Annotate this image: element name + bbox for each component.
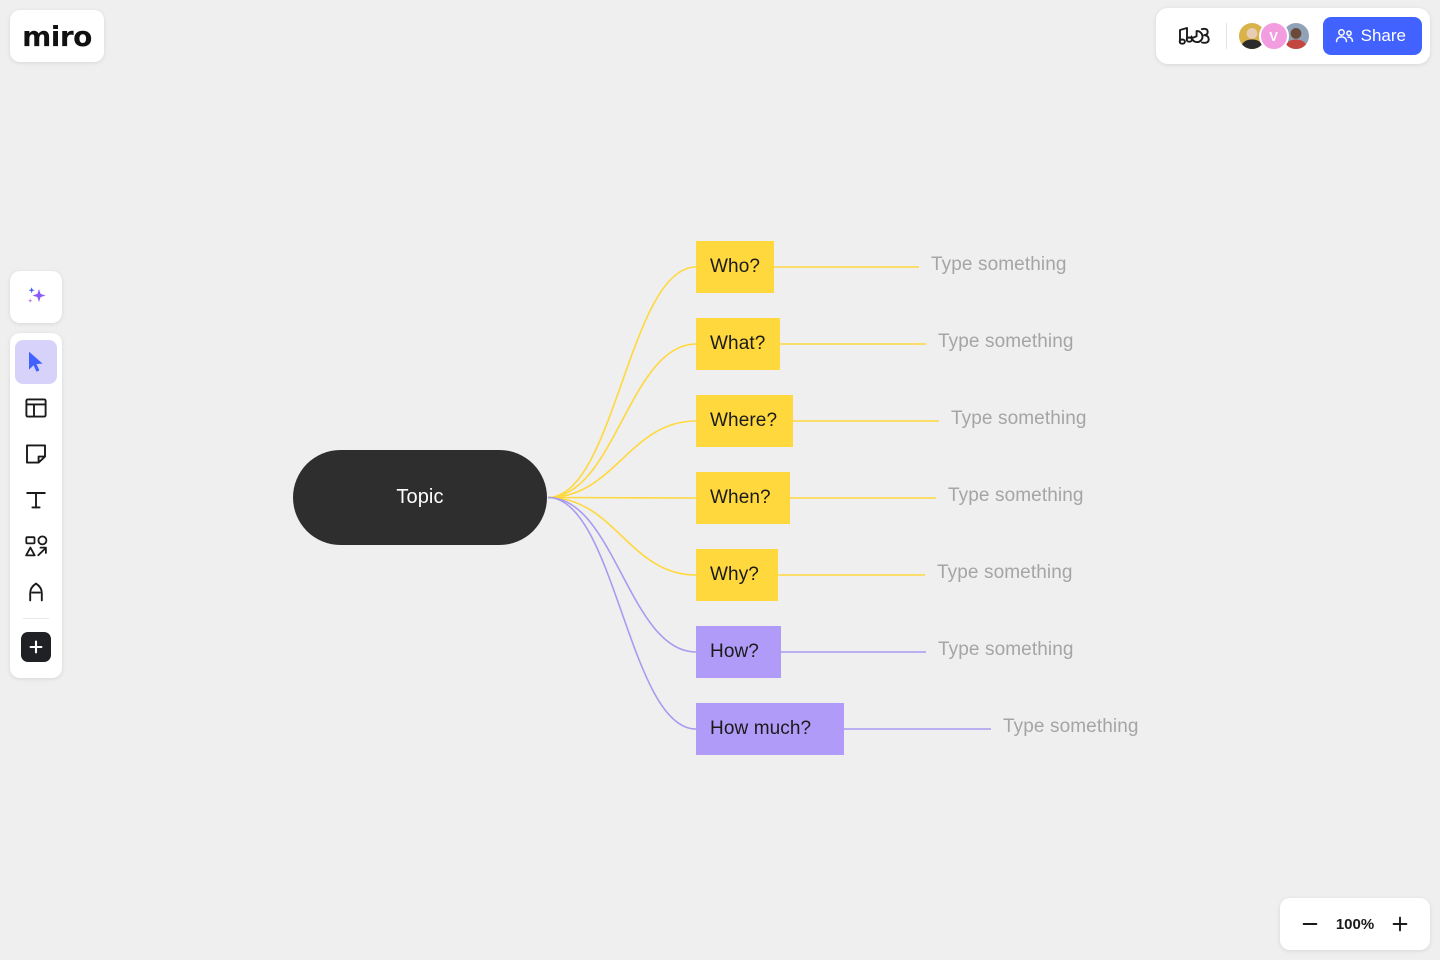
frame-icon bbox=[25, 398, 47, 418]
board-header-bar: V Share bbox=[1155, 8, 1430, 64]
avatar-initial: V bbox=[1269, 28, 1278, 44]
left-toolbar bbox=[10, 333, 62, 678]
collaborator-avatar-3[interactable] bbox=[1280, 21, 1311, 51]
mindmap-connector-curve bbox=[547, 496, 697, 499]
mindmap-child-placeholder[interactable]: Type something bbox=[951, 408, 1087, 429]
miro-logo[interactable]: miro bbox=[10, 10, 104, 62]
plus-icon bbox=[29, 640, 43, 654]
text-icon bbox=[26, 492, 46, 509]
minus-icon bbox=[1302, 923, 1318, 925]
avatar-photo bbox=[1240, 28, 1263, 49]
music-notes-reaction-icon[interactable] bbox=[1170, 16, 1220, 56]
mindmap-connector-curve bbox=[547, 266, 697, 499]
zoom-out-button[interactable] bbox=[1296, 910, 1324, 938]
share-button-label: Share bbox=[1360, 26, 1406, 45]
shapes-connectors-icon bbox=[24, 535, 47, 556]
mindmap-branch-node[interactable]: How? bbox=[696, 626, 781, 678]
zoom-level-label[interactable]: 100% bbox=[1335, 915, 1375, 933]
collaborator-avatar-2[interactable]: V bbox=[1258, 21, 1289, 51]
plus-icon bbox=[1392, 916, 1408, 932]
share-button[interactable]: Share bbox=[1322, 17, 1422, 55]
tool-pen[interactable] bbox=[15, 570, 57, 614]
avatar-photo bbox=[1284, 28, 1307, 49]
mindmap-branch-node[interactable]: Why? bbox=[696, 549, 778, 601]
people-icon bbox=[1335, 28, 1353, 43]
ai-sparkle-button[interactable] bbox=[10, 271, 62, 323]
mindmap-branch-node[interactable]: What? bbox=[696, 318, 780, 370]
mindmap-branch-label: How? bbox=[710, 641, 759, 662]
mindmap-branch-node[interactable]: How much? bbox=[696, 703, 844, 755]
mindmap-branch-label: What? bbox=[710, 333, 766, 354]
mindmap-child-placeholder[interactable]: Type something bbox=[1003, 716, 1139, 737]
zoom-in-button[interactable] bbox=[1386, 910, 1414, 938]
tool-sticky-note[interactable] bbox=[15, 432, 57, 476]
mindmap-child-placeholder[interactable]: Type something bbox=[938, 331, 1074, 352]
mindmap-branch-label: When? bbox=[710, 487, 771, 508]
tool-shapes-connectors[interactable] bbox=[15, 524, 57, 568]
sticky-note-icon bbox=[26, 444, 46, 464]
mindmap-child-placeholder[interactable]: Type something bbox=[937, 562, 1073, 583]
mindmap-connector-curve bbox=[547, 496, 697, 576]
pen-icon bbox=[29, 582, 43, 602]
mindmap-connector-curve bbox=[547, 343, 697, 499]
mindmap-connector-curve bbox=[547, 496, 697, 653]
mindmap-branch-label: Why? bbox=[710, 564, 759, 585]
mindmap-branch-label: Who? bbox=[710, 256, 761, 277]
mindmap-connector-curve bbox=[547, 496, 697, 730]
mindmap-branch-node[interactable]: Where? bbox=[696, 395, 793, 447]
mindmap-branch-label: How much? bbox=[710, 718, 812, 739]
mindmap-child-placeholder[interactable]: Type something bbox=[948, 485, 1084, 506]
toolbar-divider bbox=[23, 618, 49, 619]
tool-more-apps[interactable] bbox=[15, 625, 57, 669]
mindmap-root-node[interactable]: Topic bbox=[293, 450, 547, 545]
mindmap-connector-curve bbox=[547, 420, 697, 499]
tool-select[interactable] bbox=[15, 340, 57, 384]
mindmap-child-placeholder[interactable]: Type something bbox=[938, 639, 1074, 660]
collaborator-avatars[interactable]: V bbox=[1236, 21, 1311, 51]
mindmap-branch-label: Where? bbox=[710, 410, 778, 431]
mindmap-branch-node[interactable]: Who? bbox=[696, 241, 774, 293]
cursor-icon bbox=[29, 351, 43, 372]
header-divider bbox=[1225, 23, 1227, 49]
miro-wordmark: miro bbox=[22, 19, 92, 53]
mindmap-branch-node[interactable]: When? bbox=[696, 472, 790, 524]
zoom-control: 100% bbox=[1280, 898, 1430, 950]
mindmap-child-placeholder[interactable]: Type something bbox=[931, 254, 1067, 275]
tool-text[interactable] bbox=[15, 478, 57, 522]
tool-templates[interactable] bbox=[15, 386, 57, 430]
root-node-label: Topic bbox=[396, 486, 444, 508]
sparkle-icon bbox=[27, 287, 46, 303]
